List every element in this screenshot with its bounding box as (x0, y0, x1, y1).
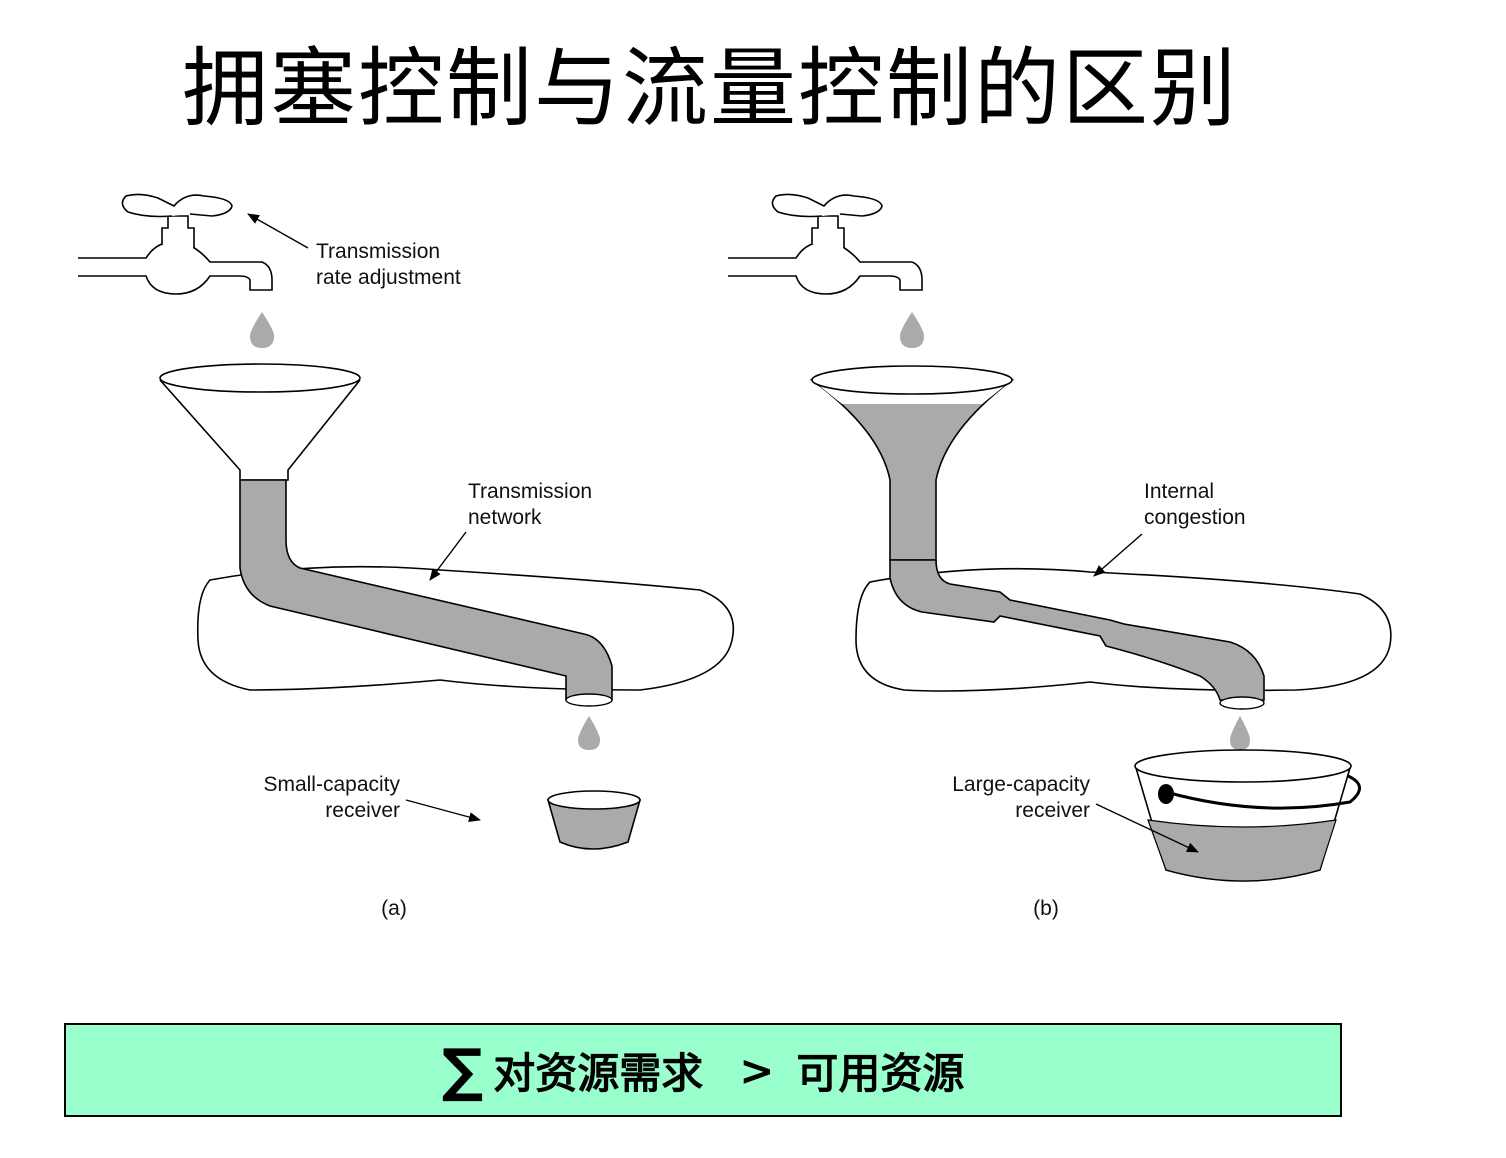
summary-operator: > (739, 1045, 775, 1095)
panel-b: Internal congestion Large-capacity recei… (728, 193, 1392, 920)
sigma-symbol: ∑ (441, 1036, 484, 1104)
summary-right: 可用资源 (796, 1048, 965, 1098)
label-tap-line2: rate adjustment (316, 266, 461, 289)
water-drop-icon (250, 312, 274, 348)
transmission-network-region (196, 565, 734, 691)
funnel (809, 365, 1015, 561)
label-receiver-line1: Large-capacity (952, 773, 1090, 796)
summary-left: 对资源需求 (493, 1048, 704, 1098)
small-capacity-receiver (546, 790, 642, 850)
label-congestion-line2: congestion (1144, 506, 1246, 529)
pipe-outlet (1219, 696, 1265, 710)
transmission-network-region (855, 567, 1392, 692)
pipe-outlet (565, 693, 613, 707)
label-receiver-line1: Small-capacity (263, 773, 400, 796)
water-drop-icon (900, 312, 924, 348)
faucet-icon (728, 193, 923, 295)
arrow-network (429, 531, 467, 581)
panel-a: Transmission rate adjustment Transmissio… (78, 193, 734, 920)
label-network-line1: Transmission (468, 480, 592, 503)
summary-box: ∑ 对资源需求 > 可用资源 (64, 1023, 1342, 1117)
faucet-icon (78, 193, 273, 295)
label-network-line2: network (468, 506, 542, 529)
water-drop-icon (1230, 716, 1250, 750)
page-title: 拥塞控制与流量控制的区别 (182, 39, 1238, 139)
large-capacity-receiver (1134, 749, 1361, 882)
arrow-congestion (1093, 533, 1143, 577)
arrow-tap (247, 213, 309, 249)
label-receiver-line2: receiver (1015, 799, 1090, 822)
label-tap-line1: Transmission (316, 240, 440, 263)
arrow-receiver (1095, 803, 1199, 853)
water-drop-icon (578, 716, 600, 750)
congested-pipe (889, 559, 1265, 701)
label-congestion-line1: Internal (1144, 480, 1214, 503)
label-receiver-line2: receiver (325, 799, 400, 822)
pipe (239, 479, 613, 701)
funnel (159, 363, 361, 481)
caption-b: (b) (1033, 897, 1059, 920)
caption-a: (a) (381, 897, 407, 920)
arrow-receiver (405, 799, 481, 822)
